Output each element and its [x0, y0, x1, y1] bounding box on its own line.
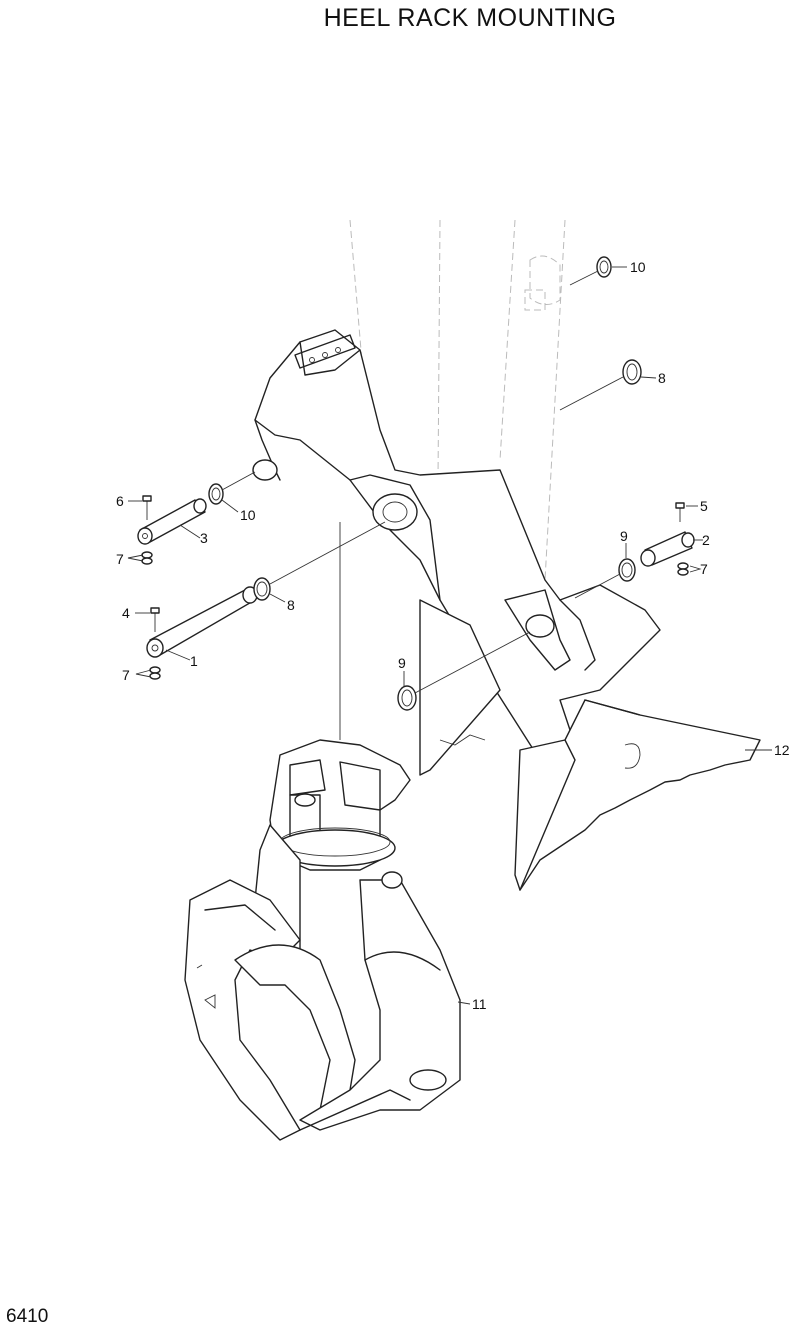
bolts-and-nuts	[141, 495, 689, 680]
callout-10-left: 10	[240, 507, 256, 523]
callout-12: 12	[774, 742, 790, 758]
callout-3: 3	[200, 530, 208, 546]
phantom-arm-outline	[349, 219, 566, 581]
callout-11: 11	[472, 996, 487, 1012]
callout-8-right: 8	[658, 370, 666, 386]
pin-1	[146, 586, 258, 658]
washers	[208, 256, 642, 711]
main-arm	[252, 329, 661, 761]
assembly-lines	[221, 270, 624, 740]
page-title: HEEL RACK MOUNTING	[323, 4, 617, 32]
pin-2	[640, 531, 695, 567]
callout-5: 5	[700, 498, 708, 514]
callout-6: 6	[116, 493, 124, 509]
grapple	[184, 739, 461, 1141]
callout-2: 2	[702, 532, 710, 548]
callout-8-left: 8	[287, 597, 295, 613]
callout-7-pin3: 7	[116, 551, 124, 567]
callout-10-top: 10	[630, 259, 646, 275]
callout-9-right: 9	[620, 528, 628, 544]
page-number: 6410	[6, 1306, 49, 1327]
callout-9-left: 9	[398, 655, 406, 671]
callout-7-pin2: 7	[700, 561, 708, 577]
callout-7-pin1: 7	[122, 667, 130, 683]
pin-3	[137, 498, 207, 545]
callout-1: 1	[190, 653, 198, 669]
leader-lines	[127, 266, 772, 1005]
heel-rack	[419, 599, 761, 891]
callout-labels: 1 2 3 4 5 6 7 7 7 8 8 9 9 10 10 11 12	[116, 259, 790, 1012]
callout-4: 4	[122, 605, 130, 621]
